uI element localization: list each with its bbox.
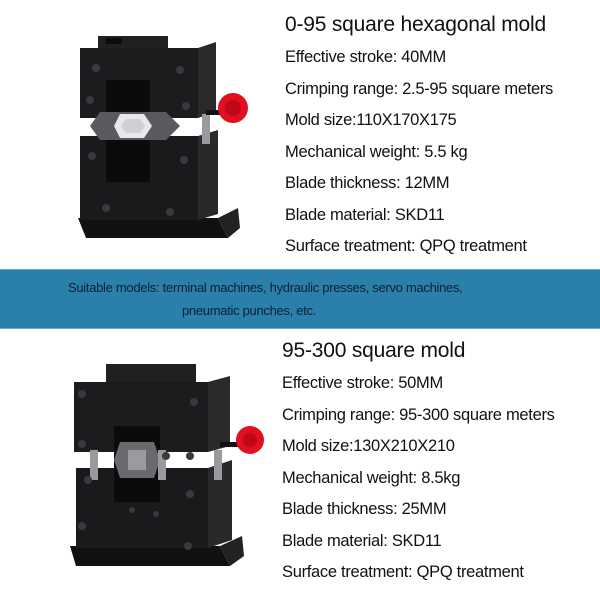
spec-mechanical-weight: Mechanical weight: 5.5 kg [285, 142, 468, 161]
product-section-hexagonal-mold: 0-95 square hexagonal mold Effective str… [0, 0, 600, 268]
product-section-square-mold: 95-300 square mold Effective stroke: 50M… [0, 330, 600, 600]
spec-surface-treatment: Surface treatment: QPQ treatment [285, 237, 527, 255]
mold-photo-icon [70, 364, 264, 566]
spec-mold-size: Mold size:110X170X175 [285, 111, 457, 129]
spec-surface-treatment: Surface treatment: QPQ treatment [282, 563, 524, 581]
spec-blade-material: Blade material: SKD11 [285, 205, 445, 224]
spec-effective-stroke: Effective stroke: 50MM [282, 374, 443, 392]
spec-blade-material: Blade material: SKD11 [282, 531, 442, 550]
square-crimping-mold-image [70, 350, 270, 590]
mold-photo-icon [78, 36, 248, 238]
product-title: 0-95 square hexagonal mold [285, 13, 546, 36]
banner-line-1: Suitable models: terminal machines, hydr… [68, 280, 463, 295]
spec-effective-stroke: Effective stroke: 40MM [285, 48, 446, 66]
spec-crimping-range: Crimping range: 95-300 square meters [282, 405, 555, 424]
banner-line-2: pneumatic punches, etc. [182, 303, 317, 318]
product-title: 95-300 square mold [282, 339, 466, 362]
spec-crimping-range: Crimping range: 2.5-95 square meters [285, 79, 554, 98]
spec-list: 95-300 square mold Effective stroke: 50M… [282, 334, 555, 589]
spec-mold-size: Mold size:130X210X210 [282, 437, 455, 455]
spec-list: 0-95 square hexagonal mold Effective str… [285, 8, 553, 263]
spec-mechanical-weight: Mechanical weight: 8.5kg [282, 468, 461, 487]
hexagonal-crimping-mold-image [68, 28, 268, 248]
suitable-models-banner: Suitable models: terminal machines, hydr… [0, 269, 600, 329]
spec-blade-thickness: Blade thickness: 25MM [282, 500, 447, 518]
spec-blade-thickness: Blade thickness: 12MM [285, 174, 450, 192]
